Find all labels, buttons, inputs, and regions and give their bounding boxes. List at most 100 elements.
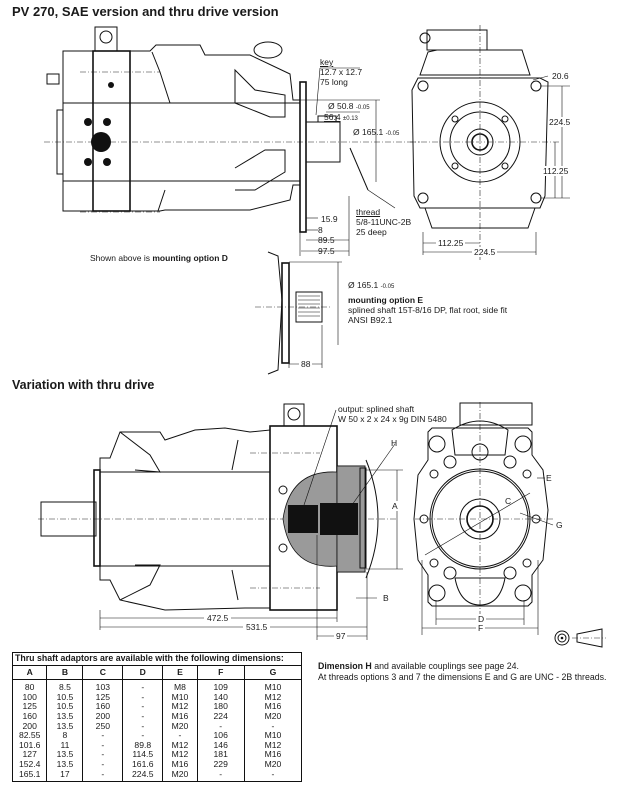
side-view-pump-drawing xyxy=(44,26,420,233)
thread-label: thread xyxy=(356,207,381,217)
page-title: PV 270, SAE version and thru drive versi… xyxy=(12,4,279,19)
table-cell-b: 13.5 xyxy=(46,750,84,760)
thread-spec-label: 5/8-11UNC-2B xyxy=(356,217,412,227)
thru-shaft-adaptor-table: Thru shaft adaptors are available with t… xyxy=(11,652,303,783)
table-cell-g: M16 xyxy=(243,750,303,760)
dim-472-5: 472.5 xyxy=(204,613,232,623)
dim-89-5: 89.5 xyxy=(318,235,335,245)
note-dimension-h: Dimension H and available couplings see … xyxy=(318,661,519,671)
header-a: A xyxy=(11,664,48,681)
table-cell-a: 82.55 xyxy=(11,731,48,741)
thread-depth-label: 25 deep xyxy=(356,227,387,237)
key-label: key xyxy=(320,57,334,67)
table-cell-g: M10 xyxy=(243,731,303,741)
table-cell-f: - xyxy=(196,769,245,782)
dim-15-9: 15.9 xyxy=(321,214,338,224)
thru-drive-side-view-drawing xyxy=(38,403,396,611)
table-cell-f: 229 xyxy=(196,759,245,770)
header-c: C xyxy=(82,664,124,681)
table-cell-b: 13.5 xyxy=(46,721,84,732)
output-shaft-label-2: W 50 x 2 x 24 x 9g DIN 5480 xyxy=(338,414,447,424)
table-cell-g: M12 xyxy=(243,692,303,703)
table-caption: Thru shaft adaptors are available with t… xyxy=(12,652,302,666)
option-e-title: mounting option E xyxy=(348,295,424,305)
end-view-drawing xyxy=(410,25,560,260)
option-e-shaft-drawing xyxy=(255,251,342,375)
first-angle-projection-icon xyxy=(554,628,606,648)
pilot-diameter-label: Ø 165.1 -0.05 xyxy=(353,127,400,137)
table-cell-g: M16 xyxy=(243,702,303,712)
table-cell-f: 109 xyxy=(196,679,245,693)
label-d: D xyxy=(476,614,487,624)
section-title-thru-drive: Variation with thru drive xyxy=(12,378,155,392)
table-cell-b: 13.5 xyxy=(46,711,84,722)
dim-112-25-horizontal: 112.25 xyxy=(436,238,466,248)
header-b: B xyxy=(46,664,84,681)
table-cell-g: - xyxy=(243,769,303,782)
dim-97: 97 xyxy=(334,631,348,641)
table-cell-f: 224 xyxy=(196,711,245,722)
label-a: A xyxy=(392,501,398,511)
label-e: E xyxy=(546,473,552,483)
table-cell-b: 13.5 xyxy=(46,759,84,770)
note-threads: At threads options 3 and 7 the dimension… xyxy=(318,672,607,682)
key-height-label: 56.4 ±0.13 xyxy=(324,112,358,122)
header-d: D xyxy=(122,664,164,681)
thru-drive-end-view-drawing xyxy=(413,402,555,635)
table-cell-a: 200 xyxy=(11,721,48,732)
shaft-diameter-label: Ø 50.8 -0.05 xyxy=(328,101,370,111)
table-cell-g: - xyxy=(243,721,303,732)
table-cell-f: 146 xyxy=(196,740,245,751)
option-e-standard: ANSI B92.1 xyxy=(348,315,393,325)
table-cell-a: 165.1 xyxy=(11,769,48,782)
table-cell-d: - xyxy=(122,679,164,693)
dim-88: 88 xyxy=(299,359,313,369)
table-cell-b: 10.5 xyxy=(46,702,84,712)
notes-block: Dimension H and available couplings see … xyxy=(318,661,618,683)
side-view-dimension-lines xyxy=(299,67,396,256)
dim-224-5-horizontal: 224.5 xyxy=(472,247,498,257)
dim-8: 8 xyxy=(318,225,323,235)
table-cell-a: 125 xyxy=(11,702,48,712)
table-cell-d: 224.5 xyxy=(122,769,164,782)
table-cell-b: 11 xyxy=(46,740,84,751)
table-cell-b: 8 xyxy=(46,731,84,741)
table-cell-b: 8.5 xyxy=(46,679,84,693)
label-b: B xyxy=(383,593,389,603)
dim-97-5: 97.5 xyxy=(318,246,335,256)
table-cell-e: M8 xyxy=(162,679,198,693)
label-c: C xyxy=(505,496,512,506)
table-cell-a: 152.4 xyxy=(11,759,48,770)
label-g: G xyxy=(556,520,563,530)
table-cell-g: M12 xyxy=(243,740,303,751)
option-e-spline-spec: splined shaft 15T-8/16 DP, flat root, si… xyxy=(348,305,508,315)
dim-531-5: 531.5 xyxy=(243,622,271,632)
output-shaft-label-1: output: splined shaft xyxy=(338,404,415,414)
key-size-label: 12.7 x 12.7 xyxy=(320,67,363,77)
table-cell-a: 160 xyxy=(11,711,48,722)
dim-20-6: 20.6 xyxy=(552,71,569,81)
table-cell-c: 103 xyxy=(82,679,124,693)
table-cell-f: 180 xyxy=(196,702,245,712)
dim-224-5-vertical: 224.5 xyxy=(549,117,571,127)
header-f: F xyxy=(196,664,245,681)
table-cell-a: 100 xyxy=(11,692,48,703)
table-cell-f: 181 xyxy=(196,750,245,760)
table-cell-a: 127 xyxy=(11,750,48,760)
dim-112-25-vertical: 112.25 xyxy=(543,166,569,176)
table-cell-g: M20 xyxy=(243,711,303,722)
table-header-row: A B C D E F G xyxy=(11,664,303,681)
table-cell-f: 106 xyxy=(196,731,245,741)
table-cell-f: 140 xyxy=(196,692,245,703)
